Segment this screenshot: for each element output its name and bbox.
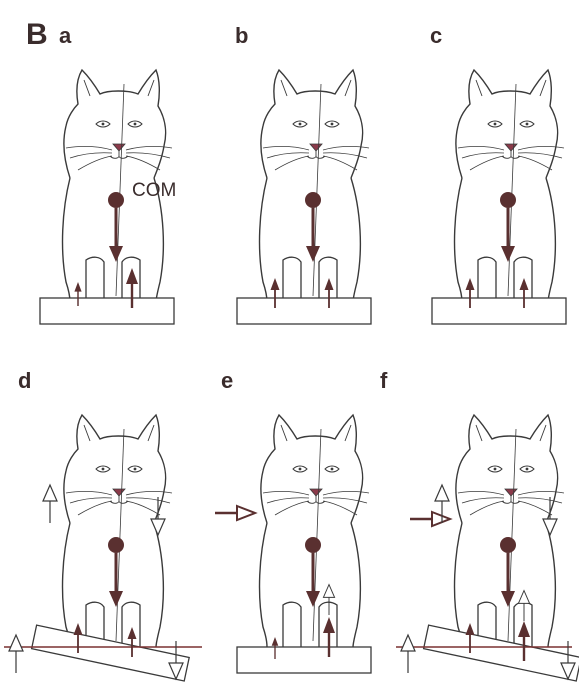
figure-big-label: B (26, 18, 48, 51)
com-arrow (305, 192, 321, 262)
platform-up-arrow (9, 635, 23, 673)
cat-illustration (455, 415, 564, 647)
tilted-platform (32, 625, 190, 681)
cat-illustration (63, 415, 172, 647)
downward-open-arrow (151, 497, 165, 535)
panel-c: c (430, 23, 566, 324)
panel-b-label: b (235, 23, 248, 48)
lateral-push-arrow (215, 506, 255, 520)
panel-a-label: a (59, 23, 72, 48)
upward-open-arrow (323, 585, 334, 615)
panel-f-label: f (380, 368, 388, 393)
panel-c-label: c (430, 23, 442, 48)
com-arrow (108, 192, 124, 262)
support-platform (237, 647, 371, 673)
panel-e-label: e (221, 368, 233, 393)
tilted-platform (424, 625, 579, 681)
downward-open-arrow (543, 497, 557, 535)
panel-b: b (235, 23, 371, 324)
com-annotation: COM (132, 180, 176, 201)
support-platform (237, 298, 371, 324)
upward-open-arrow (518, 591, 529, 621)
panel-d: d (4, 368, 202, 681)
cat-illustration (260, 70, 369, 302)
com-arrow (500, 537, 516, 607)
cat-illustration (260, 415, 369, 647)
panel-e: e (215, 368, 371, 673)
com-arrow (305, 537, 321, 607)
com-arrow (108, 537, 124, 607)
support-platform (40, 298, 174, 324)
panel-f: f (380, 368, 579, 681)
platform-up-arrow (401, 635, 415, 673)
panel-a: a COM (40, 23, 176, 324)
lateral-push-arrow (410, 512, 450, 526)
support-platform (432, 298, 566, 324)
panel-d-label: d (18, 368, 31, 393)
cat-illustration (455, 70, 564, 302)
com-arrow (500, 192, 516, 262)
upward-open-arrow (43, 485, 57, 523)
